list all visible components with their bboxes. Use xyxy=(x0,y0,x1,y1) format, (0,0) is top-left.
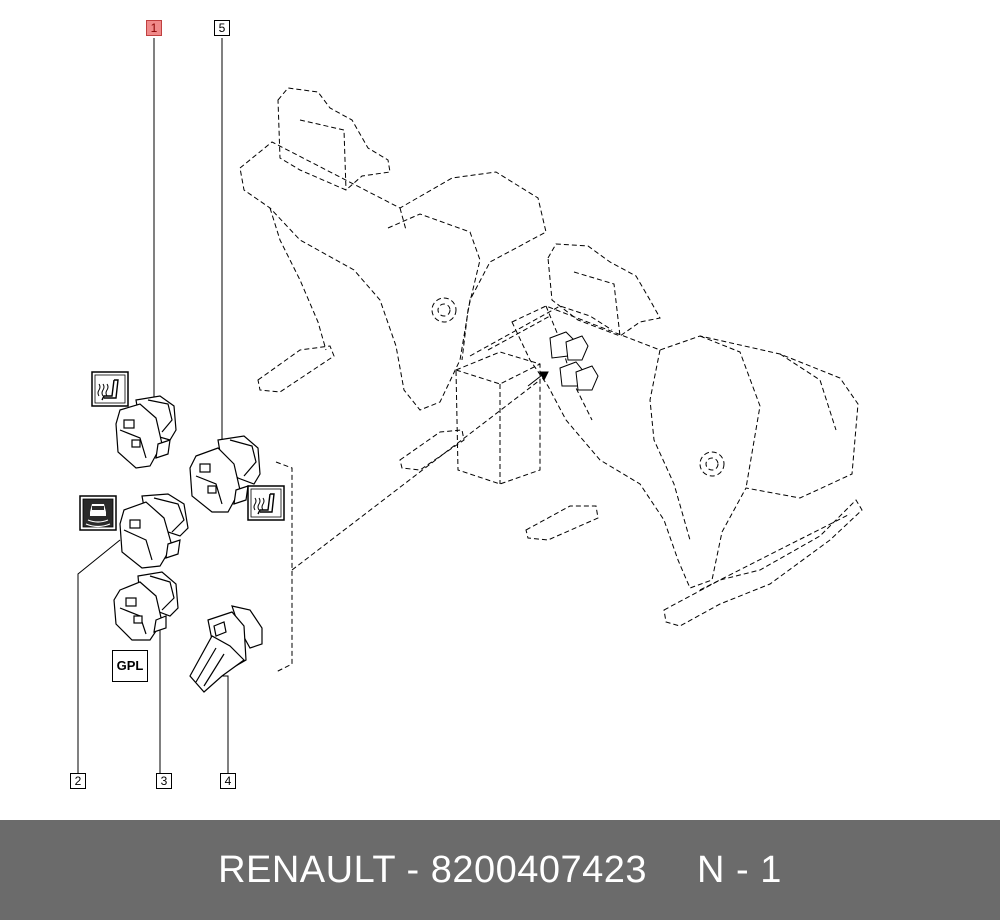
callout-5[interactable]: 5 xyxy=(214,20,230,36)
switch-part-3 xyxy=(113,571,179,641)
callout-4[interactable]: 4 xyxy=(220,773,236,789)
bracket-part-4 xyxy=(189,605,263,693)
gpl-label: GPL xyxy=(112,650,148,682)
quantity-label: N - 1 xyxy=(697,848,782,891)
switch-part-5 xyxy=(189,435,261,513)
seats-outline xyxy=(239,87,863,673)
parking-sensor-icon xyxy=(79,495,117,531)
switch-part-1 xyxy=(115,395,177,469)
installed-switch-cluster xyxy=(527,331,599,391)
callout-1[interactable]: 1 xyxy=(146,20,162,36)
part-reference: RENAULT - 8200407423 xyxy=(218,848,648,891)
switch-part-2 xyxy=(119,493,189,569)
callout-2[interactable]: 2 xyxy=(70,773,86,789)
callout-3[interactable]: 3 xyxy=(156,773,172,789)
seat-heater-icon xyxy=(247,485,285,521)
footer-banner: RENAULT - 8200407423 N - 1 xyxy=(0,820,1000,920)
parts-diagram xyxy=(77,38,863,773)
seat-heater-icon xyxy=(91,371,129,407)
callout-leaders xyxy=(77,38,229,773)
